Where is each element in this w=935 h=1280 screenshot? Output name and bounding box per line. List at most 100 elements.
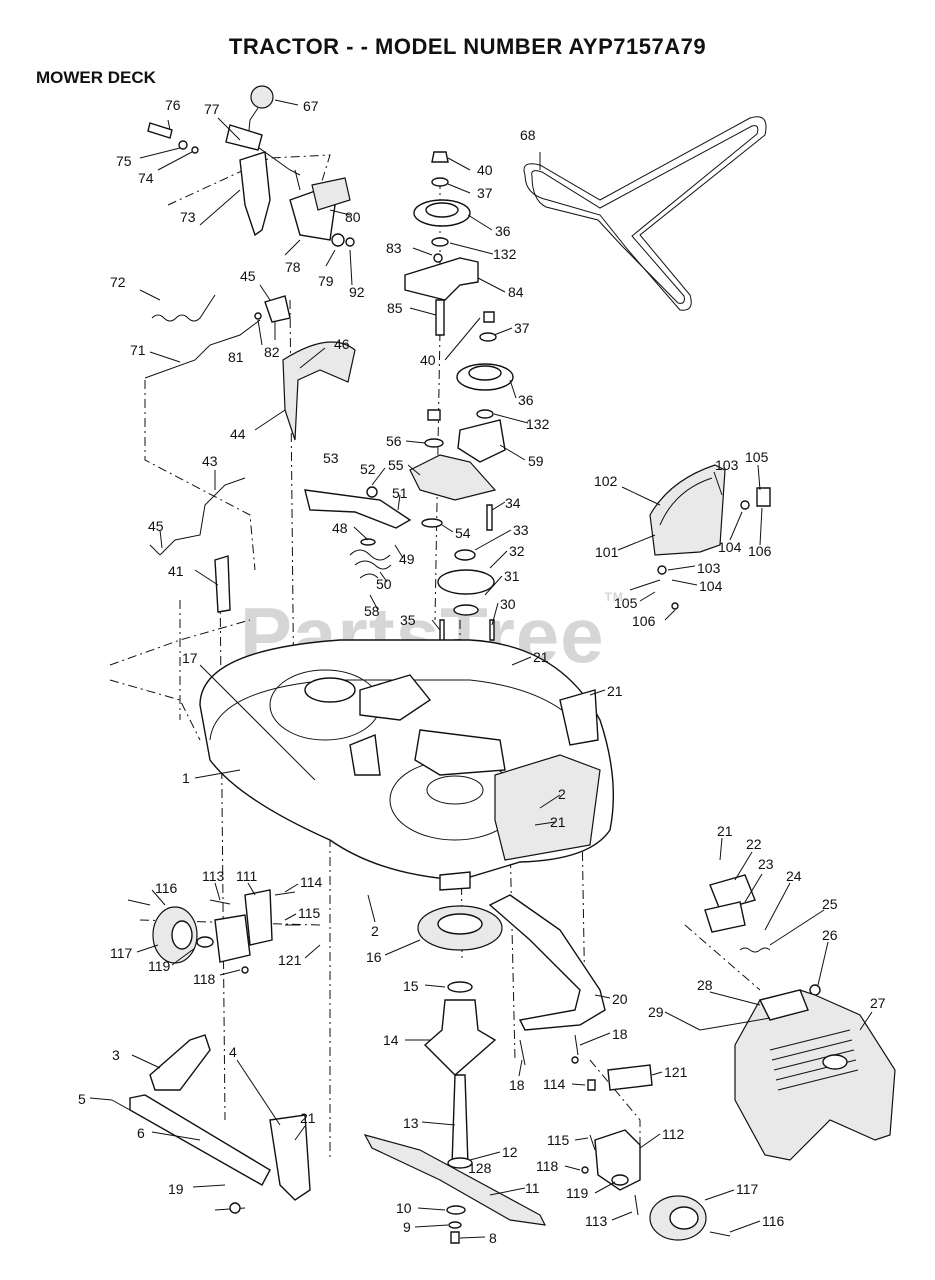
callout-19: 19 (168, 1181, 184, 1197)
callout-106-b: 106 (632, 613, 656, 629)
callout-32: 32 (509, 543, 525, 559)
callout-49: 49 (399, 551, 415, 567)
callout-115-b: 115 (547, 1132, 570, 1148)
callout-82: 82 (264, 344, 280, 360)
callout-106: 106 (748, 543, 772, 559)
callout-80: 80 (345, 209, 361, 225)
lift-linkage (144, 294, 356, 613)
callout-117: 117 (110, 945, 133, 961)
drive-belt-icon (523, 116, 767, 311)
callout-111: 111 (236, 868, 257, 884)
callout-12: 12 (502, 1144, 518, 1160)
callout-58: 58 (364, 603, 380, 619)
callout-118: 118 (193, 971, 216, 987)
callout-83: 83 (386, 240, 402, 256)
callout-79: 79 (318, 273, 334, 289)
callout-105: 105 (745, 449, 769, 465)
callout-132-b: 132 (526, 416, 550, 432)
callout-18-b: 18 (509, 1077, 525, 1093)
callout-101: 101 (595, 544, 619, 560)
idler-arm-icon (409, 454, 497, 501)
callout-24: 24 (786, 868, 802, 884)
callout-102: 102 (594, 473, 618, 489)
callout-51: 51 (392, 485, 408, 501)
callout-114: 114 (300, 874, 323, 890)
callout-44: 44 (230, 426, 246, 442)
callout-75: 75 (116, 153, 132, 169)
callout-103: 103 (715, 457, 739, 473)
callout-37-b: 37 (514, 320, 530, 336)
callout-21: 21 (533, 649, 549, 665)
gauge-wheel-left (127, 889, 300, 974)
callout-20: 20 (612, 991, 628, 1007)
mower-deck-housing-icon (199, 639, 615, 891)
callout-117-b: 117 (736, 1181, 759, 1197)
callout-37: 37 (477, 185, 493, 201)
callout-56: 56 (386, 433, 402, 449)
callout-3: 3 (112, 1047, 120, 1063)
callout-119: 119 (148, 958, 171, 974)
cutting-blade-icon (363, 1134, 547, 1226)
callout-85: 85 (387, 300, 403, 316)
callout-119-b: 119 (566, 1185, 589, 1201)
callout-10: 10 (396, 1200, 412, 1216)
callout-77: 77 (204, 101, 220, 117)
callout-105-b: 105 (614, 595, 638, 611)
section-title: MOWER DECK (36, 68, 156, 87)
callout-22: 22 (746, 836, 762, 852)
callout-1: 1 (182, 770, 190, 786)
callout-114-b: 114 (543, 1076, 566, 1092)
callout-103-b: 103 (697, 560, 721, 576)
callout-29: 29 (648, 1004, 664, 1020)
callout-21-e: 21 (717, 823, 733, 839)
callout-128: 128 (468, 1160, 492, 1176)
callout-34: 34 (505, 495, 521, 511)
callout-33: 33 (513, 522, 529, 538)
pedal-grip-icon (311, 177, 351, 211)
callout-81: 81 (228, 349, 244, 365)
callout-25: 25 (822, 896, 838, 912)
callout-116: 116 (155, 880, 178, 896)
callout-104-b: 104 (699, 578, 723, 594)
rear-rod-assembly (488, 894, 606, 1066)
callout-21-d: 21 (300, 1110, 316, 1126)
callout-21-b: 21 (607, 683, 623, 699)
callout-84: 84 (508, 284, 524, 300)
idler-pulley-stack (304, 151, 514, 666)
belt-guard-icon (494, 754, 601, 861)
spindle-pulley-icon (423, 999, 497, 1076)
callout-40: 40 (477, 162, 493, 178)
callout-115: 115 (298, 905, 321, 921)
callout-30: 30 (500, 596, 516, 612)
callout-28: 28 (697, 977, 713, 993)
callout-5: 5 (78, 1091, 86, 1107)
callout-59: 59 (528, 453, 544, 469)
leader-lines (89, 99, 873, 1239)
callout-74: 74 (138, 170, 154, 186)
callout-45: 45 (240, 268, 256, 284)
callout-48: 48 (332, 520, 348, 536)
callout-43: 43 (202, 453, 218, 469)
callout-11: 11 (525, 1180, 540, 1196)
callout-72: 72 (110, 274, 126, 290)
callout-121: 121 (278, 952, 302, 968)
lift-handle-assembly (147, 85, 355, 247)
callout-92: 92 (349, 284, 365, 300)
callout-23: 23 (758, 856, 774, 872)
callout-13: 13 (403, 1115, 419, 1131)
callout-9: 9 (403, 1219, 411, 1235)
callout-113: 113 (202, 868, 225, 884)
callout-17: 17 (182, 650, 198, 666)
callout-15: 15 (403, 978, 419, 994)
callout-18: 18 (612, 1026, 628, 1042)
callout-2: 2 (558, 786, 566, 802)
callout-4: 4 (229, 1044, 237, 1060)
callout-46: 46 (334, 336, 350, 352)
spindle-shaft-icon (451, 1074, 469, 1166)
callout-50: 50 (376, 576, 392, 592)
callout-27: 27 (870, 995, 886, 1011)
callout-104: 104 (718, 539, 742, 555)
callout-36: 36 (495, 223, 511, 239)
callout-71: 71 (130, 342, 146, 358)
